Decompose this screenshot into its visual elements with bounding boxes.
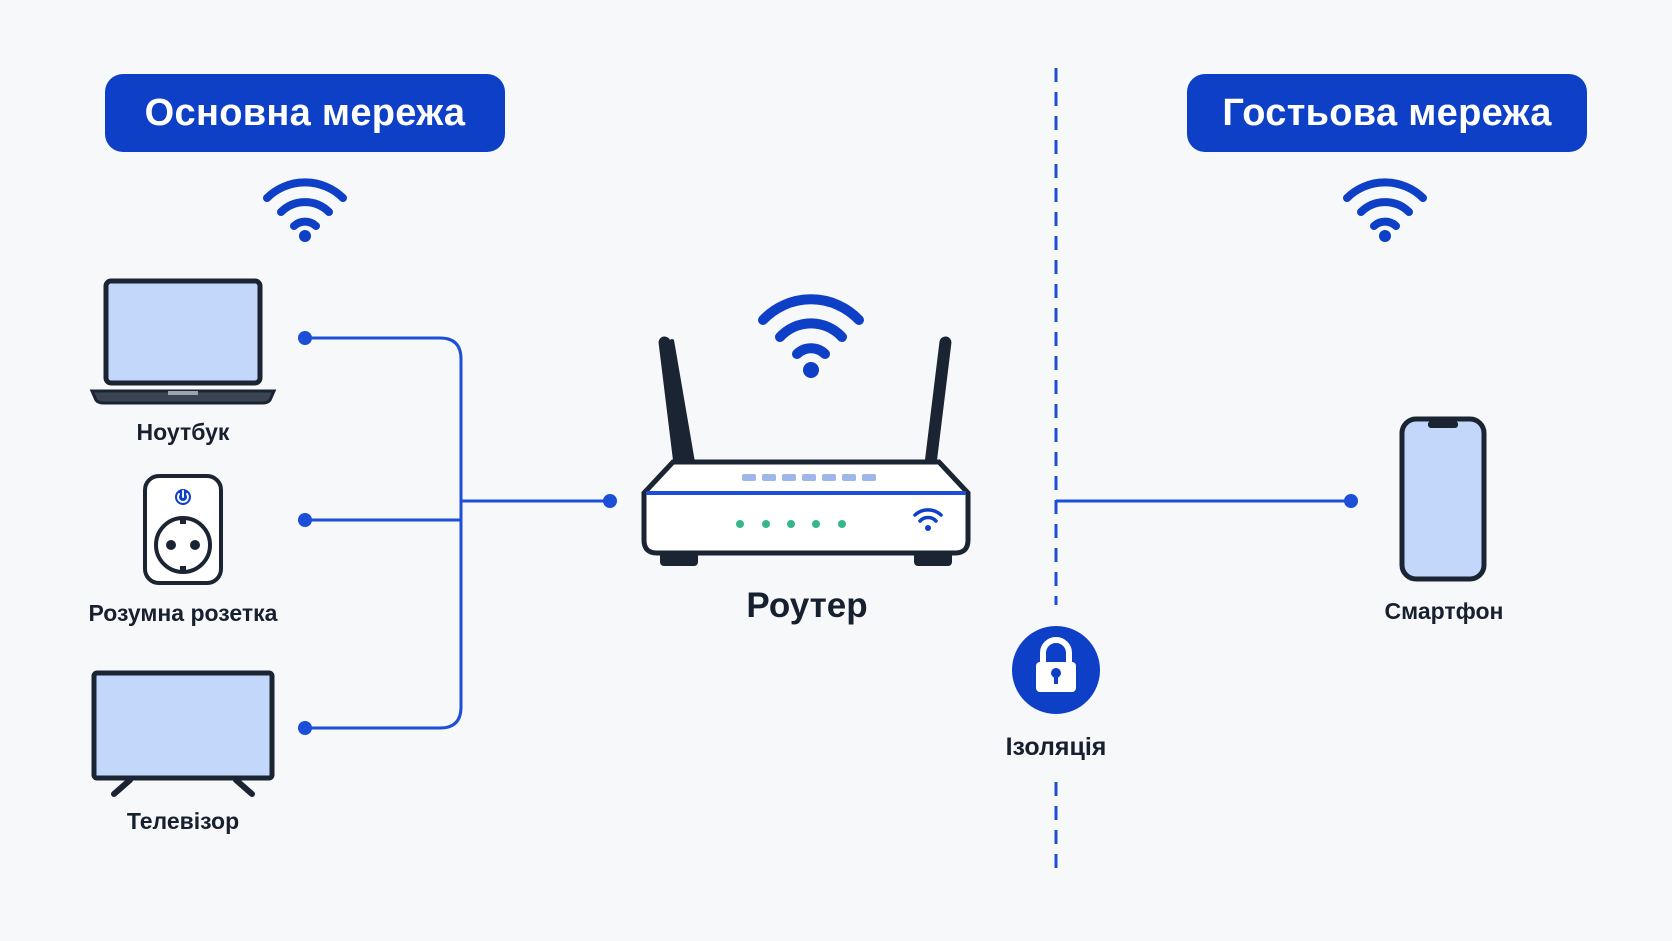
dot-router xyxy=(603,494,617,508)
router-label: Роутер xyxy=(746,586,868,625)
wifi-icon-router xyxy=(758,294,864,378)
link-laptop xyxy=(305,336,463,501)
link-tv xyxy=(305,501,463,730)
router-leds xyxy=(736,520,846,528)
router-icon xyxy=(641,336,971,566)
laptop-icon xyxy=(89,278,277,405)
laptop-label: Ноутбук xyxy=(136,419,230,445)
smartphone-label: Смартфон xyxy=(1384,598,1504,624)
isolation-label: Ізоляція xyxy=(1005,733,1107,761)
smartphone-icon xyxy=(1399,416,1487,582)
dot-socket xyxy=(298,513,312,527)
dot-laptop xyxy=(298,331,312,345)
connection-dots xyxy=(298,331,1358,735)
main-network-title: Основна мережа xyxy=(105,74,505,152)
guest-network-title: Гостьова мережа xyxy=(1187,74,1587,152)
tv-label: Телевізор xyxy=(126,808,240,834)
wifi-icon-guest xyxy=(1343,178,1427,242)
main-network-links xyxy=(305,336,610,730)
tv-icon xyxy=(91,670,275,797)
lock-icon xyxy=(1012,626,1100,714)
router-vents xyxy=(742,474,876,481)
wifi-icon-main xyxy=(263,178,347,242)
smart-socket-icon xyxy=(143,474,223,585)
smart-socket-label: Розумна розетка xyxy=(88,600,278,626)
dot-tv xyxy=(298,721,312,735)
router-wifi-mark-icon xyxy=(913,508,943,531)
